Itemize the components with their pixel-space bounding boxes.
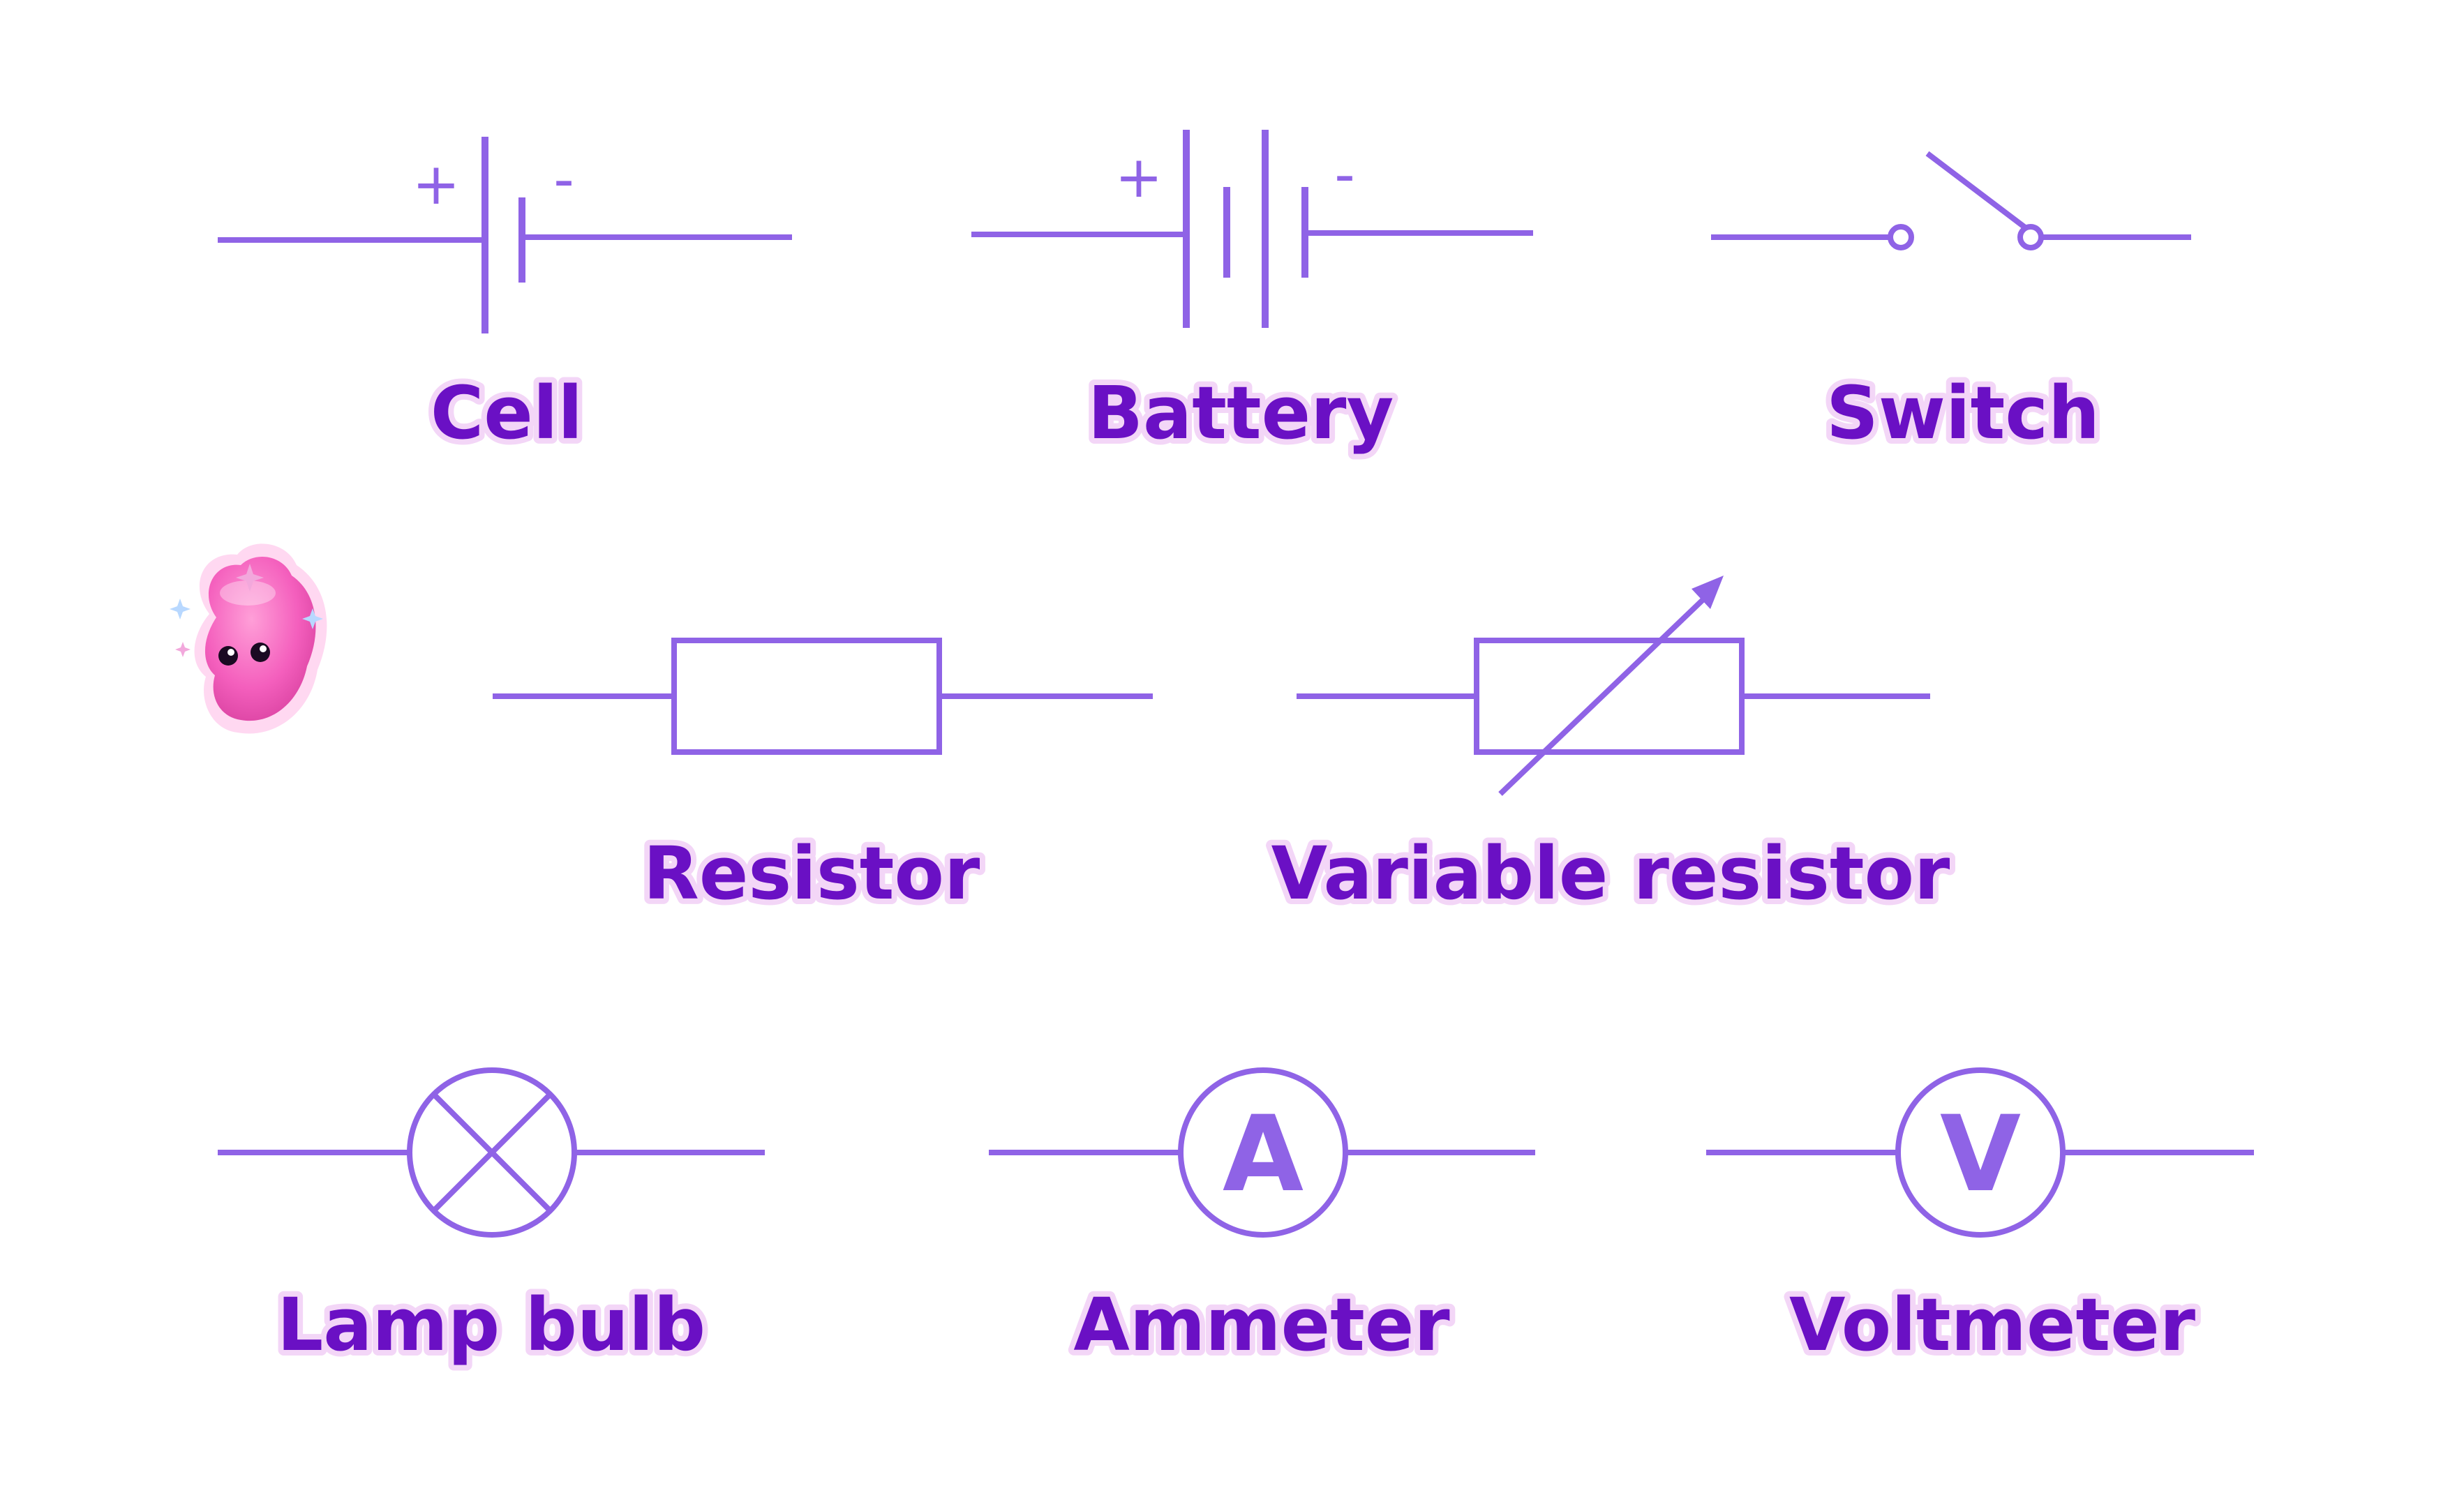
cell-positive-sign: + [412,151,461,218]
variable-resistor-symbol: Variable resistor [1266,576,1955,922]
resistor-label: Resistor [643,831,980,916]
switch-symbol: Switch [1711,151,2191,461]
variable-resistor-arrow-head [1692,576,1724,609]
cell-symbol: + - Cell [218,137,792,461]
ammeter-symbol: A Ammeter [989,1067,1535,1373]
voltmeter-label: Voltmeter [1789,1282,2195,1367]
ammeter-label: Ammeter [1073,1282,1449,1367]
switch-label: Switch [1826,370,2100,456]
lamp-bulb-symbol: Lamp bulb [218,1067,765,1373]
battery-positive-sign: + [1115,144,1163,211]
ammeter-letter: A [1223,1094,1304,1215]
cell-negative-sign: - [553,147,574,213]
lamp-bulb-label: Lamp bulb [277,1282,705,1367]
battery-negative-sign: - [1334,142,1355,208]
switch-contact-right [2017,224,2044,250]
battery-label: Battery [1088,370,1394,456]
variable-resistor-label: Variable resistor [1271,831,1950,916]
cell-label: Cell [431,370,583,456]
voltmeter-symbol: V Voltmeter [1706,1067,2254,1373]
battery-symbol: + - Battery [971,130,1533,461]
pink-blob-mascot-icon [170,543,327,734]
voltmeter-letter: V [1940,1094,2021,1215]
resistor-symbol: Resistor [493,638,1153,922]
switch-contact-left [1888,224,1914,250]
